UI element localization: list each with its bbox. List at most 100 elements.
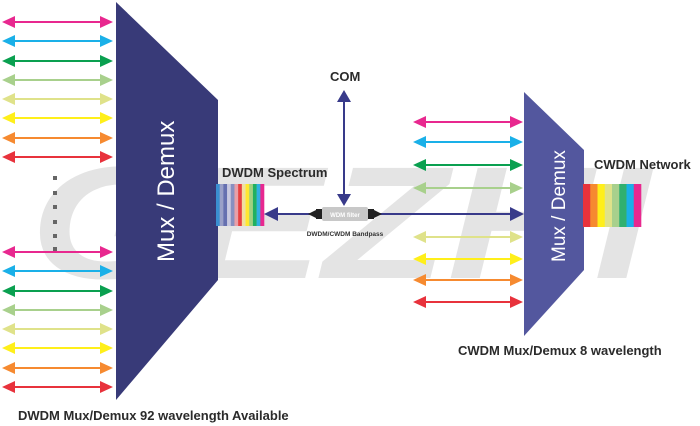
arrowhead-left-icon <box>2 132 15 144</box>
wdm-filter-body <box>322 207 368 221</box>
arrowhead-right-icon <box>510 116 523 128</box>
dwdm-channel-arrow <box>2 93 113 105</box>
arrowhead-left-icon <box>2 35 15 47</box>
filter-connector-left <box>308 209 318 219</box>
arrowhead-left-icon <box>2 362 15 374</box>
spectrum-band <box>245 184 250 226</box>
spectrum-band <box>219 184 224 226</box>
arrowhead-right-icon <box>100 304 113 316</box>
arrowhead-left-icon <box>2 74 15 86</box>
arrowhead-left-icon <box>2 112 15 124</box>
ellipsis-dot <box>53 220 57 224</box>
wdm-filter-label: WDM filter <box>330 213 360 219</box>
cwdm-mux-label: Mux / Demux <box>549 150 570 262</box>
dwdm-channel-arrow <box>2 381 113 393</box>
arrowhead-right-icon <box>100 285 113 297</box>
arrowhead-right-icon <box>510 253 523 265</box>
arrowhead-left-icon <box>413 231 426 243</box>
dwdm-channel-arrow <box>2 323 113 335</box>
spectrum-band <box>626 184 635 227</box>
arrowhead-left-icon <box>2 285 15 297</box>
spectrum-band <box>223 184 228 226</box>
arrowhead-right-icon <box>100 265 113 277</box>
cwdm-channel-arrow <box>413 159 523 171</box>
arrowhead-right-icon <box>100 93 113 105</box>
arrowhead-right-icon <box>510 136 523 148</box>
dwdm-channel-arrows-top <box>2 16 113 163</box>
dwdm-channel-arrow <box>2 265 113 277</box>
dwdm-channel-arrow <box>2 246 113 258</box>
spectrum-band <box>230 184 235 226</box>
arrowhead-right-icon <box>510 231 523 243</box>
arrowhead-left-icon <box>2 304 15 316</box>
cwdm-channel-arrow <box>413 136 523 148</box>
arrowhead-right-icon <box>100 151 113 163</box>
dwdm-spectrum-label: DWDM Spectrum <box>222 165 328 180</box>
arrowhead-left-icon <box>413 253 426 265</box>
cwdm-mux-block <box>524 92 584 336</box>
spectrum-band <box>252 184 257 226</box>
com-arrow-down-icon <box>337 194 351 206</box>
spectrum-band <box>597 184 606 227</box>
cwdm-channel-arrow <box>413 231 523 243</box>
ellipsis-dot <box>53 191 57 195</box>
arrowhead-left-icon <box>2 55 15 67</box>
cwdm-channel-arrow <box>413 116 523 128</box>
spectrum-band <box>619 184 627 227</box>
dwdm-channel-arrow <box>2 35 113 47</box>
arrowhead-left-icon <box>2 93 15 105</box>
cwdm-channel-arrow <box>413 253 523 265</box>
spectrum-band <box>583 184 591 227</box>
arrowhead-left-icon <box>413 159 426 171</box>
spectrum-band <box>633 184 642 227</box>
arrowhead-left-icon <box>2 265 15 277</box>
dwdm-channel-arrow <box>2 342 113 354</box>
arrowhead-right-icon <box>100 55 113 67</box>
spectrum-band <box>604 184 613 227</box>
ellipsis-dot <box>53 247 57 251</box>
spectrum-band <box>227 184 232 226</box>
arrowhead-left-icon <box>413 274 426 286</box>
dwdm-channel-arrow <box>2 151 113 163</box>
filter-connector-right <box>372 209 382 219</box>
arrowhead-left-icon <box>2 151 15 163</box>
cwdm-spectrum-bar <box>583 184 642 227</box>
cwdm-channel-arrow <box>413 296 523 308</box>
cwdm-channel-arrow <box>413 182 523 194</box>
spectrum-band <box>612 184 620 227</box>
filter-connector-right-body <box>368 209 374 219</box>
spectrum-band <box>256 184 261 226</box>
dwdm-channel-arrow <box>2 16 113 28</box>
arrowhead-left-icon <box>2 16 15 28</box>
spectrum-band <box>238 184 243 226</box>
arrowhead-right-icon <box>510 182 523 194</box>
arrowhead-left-icon <box>2 323 15 335</box>
dwdm-channel-arrow <box>2 55 113 67</box>
dwdm-channel-arrows-bottom <box>2 246 113 393</box>
spectrum-band <box>234 184 239 226</box>
ellipsis-dot <box>53 205 57 209</box>
dwdm-channel-arrow <box>2 362 113 374</box>
dwdm-channel-arrow <box>2 74 113 86</box>
ellipsis-dot <box>53 176 57 180</box>
arrowhead-right-icon <box>100 74 113 86</box>
arrowhead-right-icon <box>510 159 523 171</box>
spectrum-band <box>590 184 598 227</box>
dwdm-mux-label: Mux / Demux <box>153 121 180 262</box>
arrowhead-left-icon <box>413 136 426 148</box>
dwdm-mux-block <box>116 2 218 400</box>
dwdm-spectrum-bar <box>216 184 265 226</box>
arrowhead-right-icon <box>100 342 113 354</box>
arrowhead-right-icon <box>100 323 113 335</box>
arrowhead-right-icon <box>100 16 113 28</box>
bandpass-label: DWDM/CWDM Bandpass <box>307 231 384 238</box>
arrowhead-right-icon <box>100 35 113 47</box>
arrowhead-left-icon <box>413 116 426 128</box>
cwdm-caption: CWDM Mux/Demux 8 wavelength <box>458 343 662 358</box>
filter-connector-left-body <box>316 209 322 219</box>
arrowhead-left-icon <box>2 381 15 393</box>
ellipsis-dots <box>53 176 57 251</box>
cwdm-channel-arrow <box>413 274 523 286</box>
arrowhead-left-icon <box>413 182 426 194</box>
